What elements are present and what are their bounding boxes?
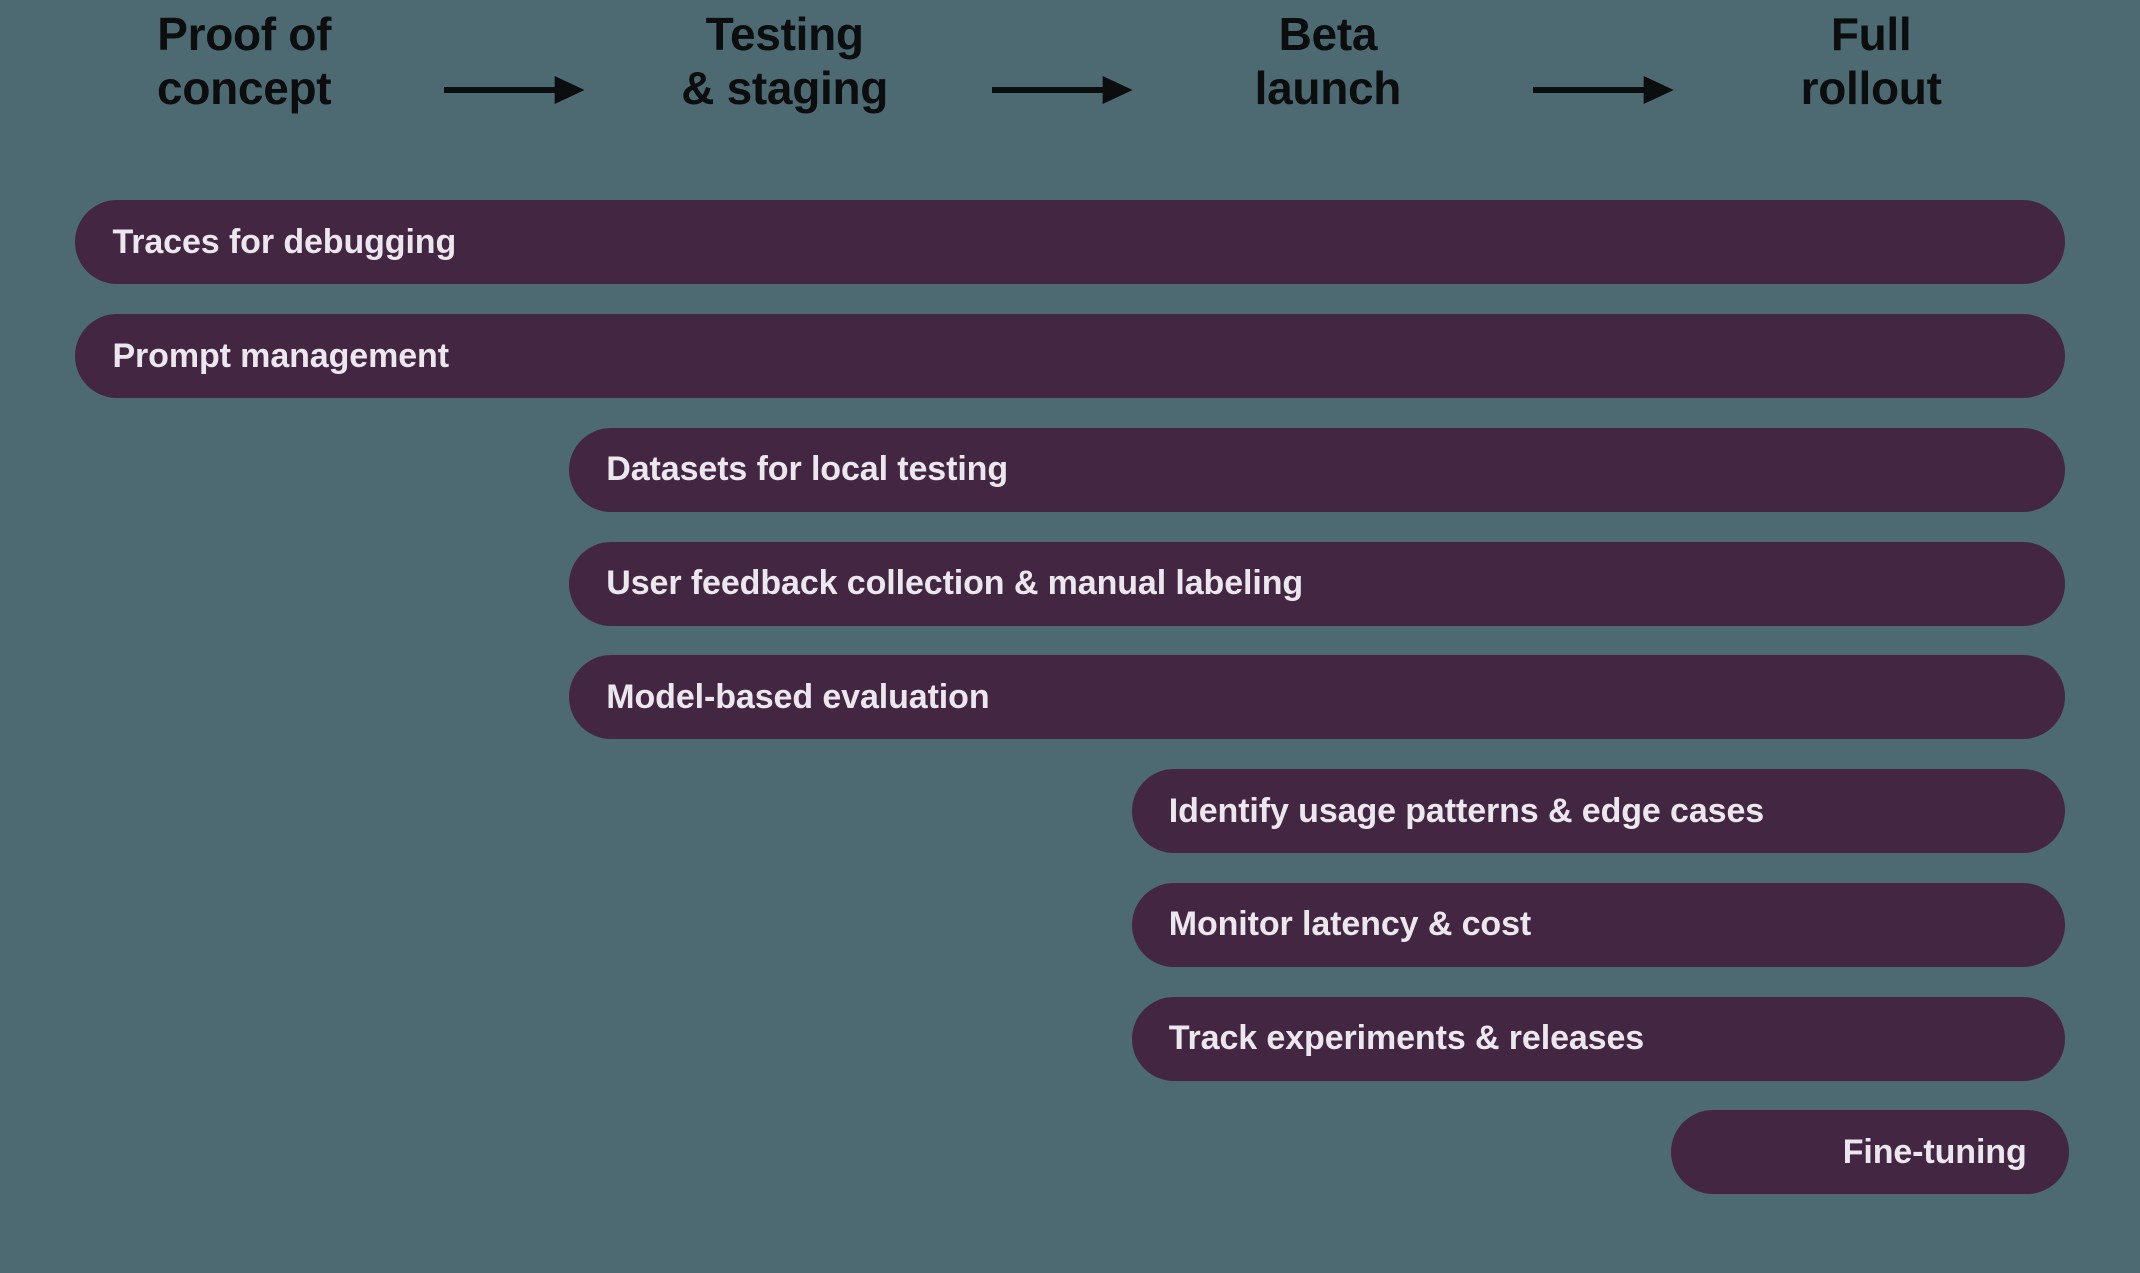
stage-label-line: launch [1254,61,1402,114]
bar-label: Monitor latency & cost [1168,905,1532,944]
right-arrow-icon [1531,72,1674,104]
stage-label-line: Proof of [157,8,332,60]
bar-prompt-management[interactable]: Prompt management [75,314,2065,399]
stage-label-line: & staging [681,61,889,114]
bar-label: Model-based evaluation [606,677,990,716]
stage-label-line: concept [157,61,332,114]
bar-traces-for-debugging[interactable]: Traces for debugging [75,200,2065,285]
bar-label: Prompt management [112,336,449,375]
bar-label: Track experiments & releases [1168,1019,1645,1058]
bar-model-based-evaluation[interactable]: Model-based evaluation [569,655,2065,740]
bar-identify-usage-patterns[interactable]: Identify usage patterns & edge cases [1131,769,2065,854]
bar-track-experiments-and-releases[interactable]: Track experiments & releases [1131,996,2065,1081]
right-arrow-icon [442,72,585,104]
bar-datasets-for-local-testing[interactable]: Datasets for local testing [569,427,2065,512]
bar-fine-tuning[interactable]: Fine-tuning [1670,1110,2069,1195]
bar-label: User feedback collection & manual labeli… [606,564,1304,603]
stage-label-line: Testing [705,8,864,60]
stage-label-line: Beta [1278,8,1378,60]
stage-label-line: Full [1830,8,1912,60]
right-arrow-icon [990,72,1134,104]
bar-user-feedback-collection[interactable]: User feedback collection & manual labeli… [569,541,2065,626]
stage-label-line: rollout [1800,61,1942,114]
bar-label: Datasets for local testing [606,450,1009,489]
bar-monitor-latency-and-cost[interactable]: Monitor latency & cost [1131,882,2065,967]
stage-label-testing-and-staging: Testing& staging [579,8,991,116]
bar-label: Identify usage patterns & edge cases [1168,791,1765,830]
bar-label: Fine-tuning [1842,1132,2027,1171]
bar-label: Traces for debugging [112,222,457,261]
